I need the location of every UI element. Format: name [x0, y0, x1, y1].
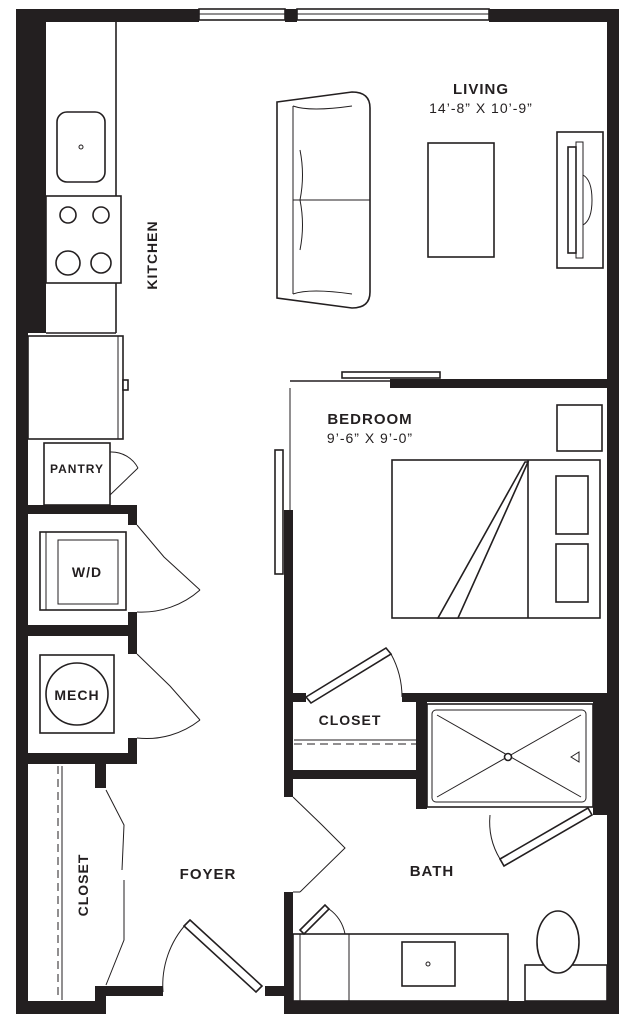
tv-console	[556, 131, 604, 269]
shower-door	[498, 806, 594, 868]
bath: BATH	[292, 703, 608, 1002]
wall-left-upper	[16, 9, 46, 333]
bedroom-closet-label: CLOSET	[319, 712, 382, 728]
foyer-closet: CLOSET	[57, 766, 125, 1000]
shower-drain	[503, 752, 513, 762]
stove	[45, 195, 122, 284]
bath-sink	[401, 941, 456, 987]
windows	[198, 8, 490, 21]
wall-closet-stub-bottom	[95, 986, 106, 1014]
toilet-bowl	[536, 910, 580, 974]
living-dimensions: 14’-8” X 10’-9”	[429, 100, 533, 116]
refrigerator	[27, 335, 124, 440]
tv	[567, 146, 577, 254]
bedroom-closet-door	[304, 646, 393, 705]
wall-right	[607, 9, 619, 1014]
wall-bedroom-top	[390, 379, 619, 388]
foyer: FOYER	[162, 866, 264, 994]
burner-2	[92, 206, 110, 224]
wall-closet-bottom	[284, 770, 426, 779]
wall-bottom-entry	[265, 986, 284, 996]
mech-closet: MECH	[39, 653, 201, 740]
bedroom-closet: CLOSET	[294, 646, 416, 745]
wall-bath-top	[402, 693, 619, 702]
kitchen: KITCHEN	[27, 22, 160, 440]
mech-circle	[45, 662, 109, 726]
mech-door	[136, 653, 201, 721]
wd-door	[136, 524, 201, 591]
wall-bottom-left	[16, 1001, 106, 1014]
burner-3	[55, 250, 81, 276]
wall-shower-right	[593, 693, 619, 815]
toilet-tank	[524, 964, 608, 1002]
living-room: LIVING 14’-8” X 10’-9”	[276, 81, 604, 309]
vanity-cabinet-door	[298, 903, 331, 936]
wall-mech-right-top	[128, 636, 137, 654]
wall-mech-bottom	[16, 753, 136, 764]
bedroom-door-panel	[274, 449, 284, 575]
wall-bottom-right	[284, 1001, 619, 1014]
kitchen-label: KITCHEN	[144, 220, 160, 289]
wall-closet-top	[290, 693, 306, 702]
pillow-2	[555, 543, 589, 603]
washer-dryer-closet: W/D	[39, 524, 201, 613]
closet-door-lower	[105, 880, 125, 986]
bath-door	[292, 796, 346, 893]
wall-top-left	[16, 9, 199, 22]
pantry-label: PANTRY	[50, 462, 104, 476]
burner-1	[59, 206, 77, 224]
wall-closet-stub-top	[95, 764, 106, 788]
foyer-label: FOYER	[180, 866, 237, 883]
bath-label: BATH	[410, 863, 455, 880]
coffee-table	[427, 142, 495, 258]
interior-walls	[16, 379, 619, 1014]
bed-blanket-fold	[436, 461, 530, 619]
pillow-1	[555, 475, 589, 535]
bedroom-dimensions: 9’-6” X 9’-0”	[327, 430, 413, 446]
wall-bath-left	[416, 693, 427, 809]
wall-wd-bottom	[16, 625, 136, 636]
wall-top-mid	[285, 9, 297, 22]
kitchen-sink	[56, 111, 106, 183]
wd-label: W/D	[72, 564, 102, 580]
wall-wd-left	[16, 505, 28, 764]
vanity	[292, 933, 509, 1002]
bedroom: BEDROOM 9’-6” X 9’-0”	[274, 371, 603, 619]
wall-pantry-bottom	[16, 505, 136, 514]
wall-wd-right-top	[128, 505, 137, 525]
wall-bottom-mid	[106, 986, 163, 996]
entry-door	[182, 918, 264, 994]
wall-wd-right-bottom	[128, 612, 137, 636]
sink-drain	[78, 144, 84, 150]
bedroom-label: BEDROOM	[327, 411, 412, 428]
foyer-closet-label: CLOSET	[75, 854, 91, 917]
burner-4	[90, 252, 112, 274]
mech-label: MECH	[54, 687, 99, 703]
wall-top-right	[489, 9, 619, 22]
nightstand	[556, 404, 603, 452]
wall-bedroom-left	[284, 510, 293, 780]
closet-door-upper	[105, 789, 125, 871]
wall-bath-entry-stub	[284, 779, 293, 797]
pantry-box	[43, 442, 111, 506]
wall-mech-right-bottom	[128, 738, 137, 764]
wall-bath-lower-left	[284, 892, 293, 1014]
pantry: PANTRY	[43, 442, 139, 506]
living-label: LIVING	[453, 81, 509, 98]
washer-dryer-unit	[39, 531, 127, 611]
bedroom-sliding-door	[341, 371, 441, 379]
